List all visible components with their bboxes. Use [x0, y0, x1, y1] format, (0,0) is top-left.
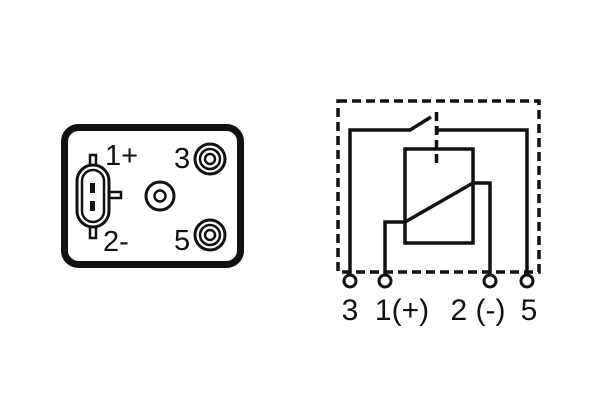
terminal-2-label: 2 (-)	[451, 294, 506, 327]
switch-contact	[348, 115, 529, 276]
relay-enclosure-outline	[336, 99, 541, 274]
relay-coil-icon	[383, 147, 492, 276]
coil-pin-socket-icon	[75, 153, 123, 240]
pin-3-label: 3	[174, 143, 190, 175]
pin-5-label: 5	[174, 225, 190, 257]
center-post-icon	[144, 180, 176, 212]
terminal-5-icon	[519, 273, 535, 289]
terminal-pins	[342, 273, 535, 289]
terminal-2-icon	[482, 273, 498, 289]
terminal-1-label: 1(+)	[375, 294, 429, 327]
pin-3-terminal-icon	[193, 142, 227, 176]
pin-2-label: 2-	[103, 226, 129, 258]
terminal-3-label: 3	[342, 294, 359, 327]
terminal-1-icon	[377, 273, 393, 289]
terminal-3-icon	[342, 273, 358, 289]
relay-schematic: 3 1(+) 2 (-) 5	[336, 99, 541, 327]
connector-housing	[61, 124, 244, 268]
connector-face-view: 1+ 2- 3 5	[61, 124, 244, 268]
pin-5-terminal-icon	[193, 218, 227, 252]
pin-1-label: 1+	[105, 140, 138, 172]
terminal-5-label: 5	[521, 294, 538, 327]
